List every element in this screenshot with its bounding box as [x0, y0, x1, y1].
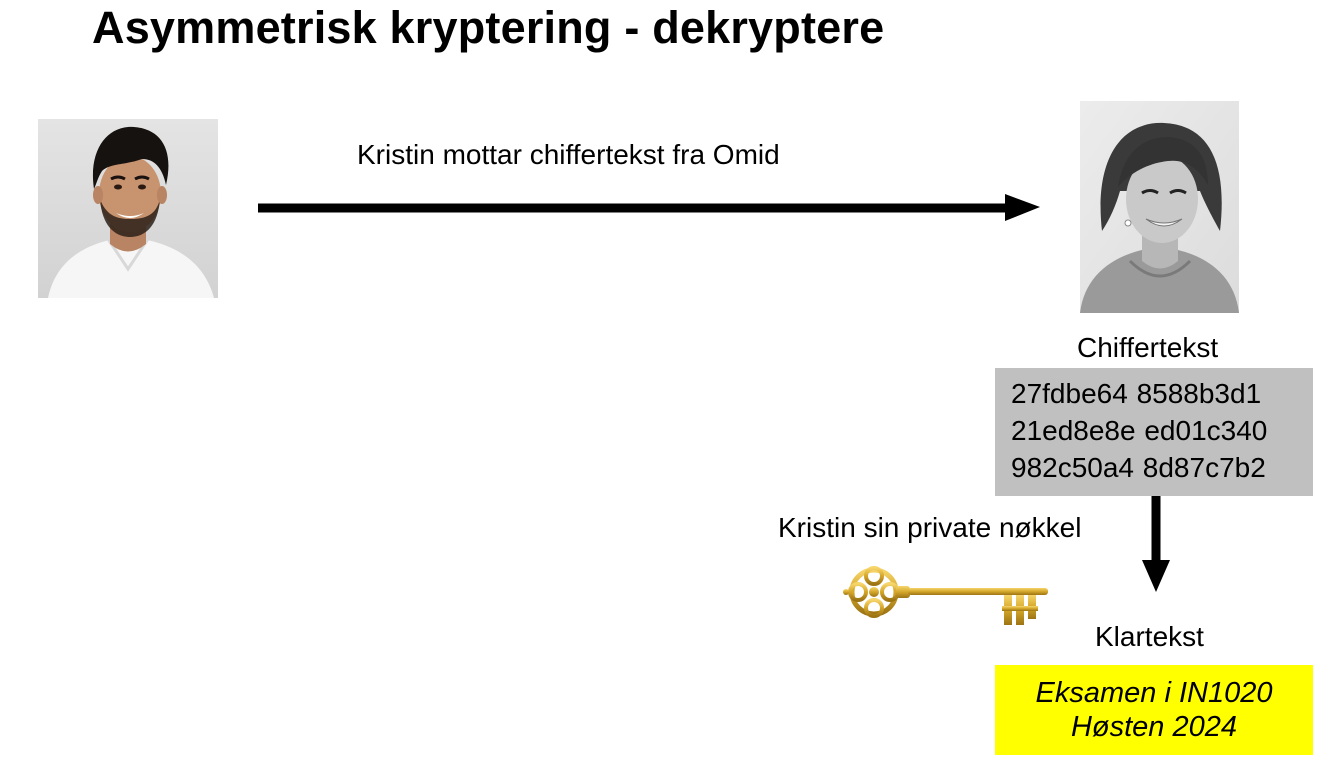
- plaintext-line: Eksamen i IN1020: [1035, 677, 1273, 709]
- transfer-arrow: [258, 194, 1040, 221]
- receiver-photo: [1080, 101, 1239, 313]
- transfer-label: Kristin mottar chiffertekst fra Omid: [357, 139, 780, 170]
- plaintext-line: Høsten 2024: [1070, 711, 1238, 743]
- slide-title: Asymmetrisk kryptering - dekryptere: [92, 2, 885, 53]
- golden-key-icon: [843, 566, 1048, 625]
- ciphertext-line: 982c50a4 8d87c7b2: [1011, 452, 1266, 483]
- plaintext-box: Eksamen i IN1020 Høsten 2024: [995, 665, 1313, 755]
- plaintext-heading: Klartekst: [1095, 621, 1204, 652]
- sender-photo: [38, 119, 218, 298]
- private-key-label: Kristin sin private nøkkel: [778, 512, 1082, 543]
- ciphertext-heading: Chiffertekst: [1077, 332, 1219, 363]
- decrypt-arrow: [1142, 496, 1170, 592]
- ciphertext-line: 27fdbe64 8588b3d1: [1011, 378, 1262, 409]
- ciphertext-box: 27fdbe64 8588b3d1 21ed8e8e ed01c340 982c…: [995, 368, 1313, 496]
- ciphertext-line: 21ed8e8e ed01c340: [1011, 415, 1268, 446]
